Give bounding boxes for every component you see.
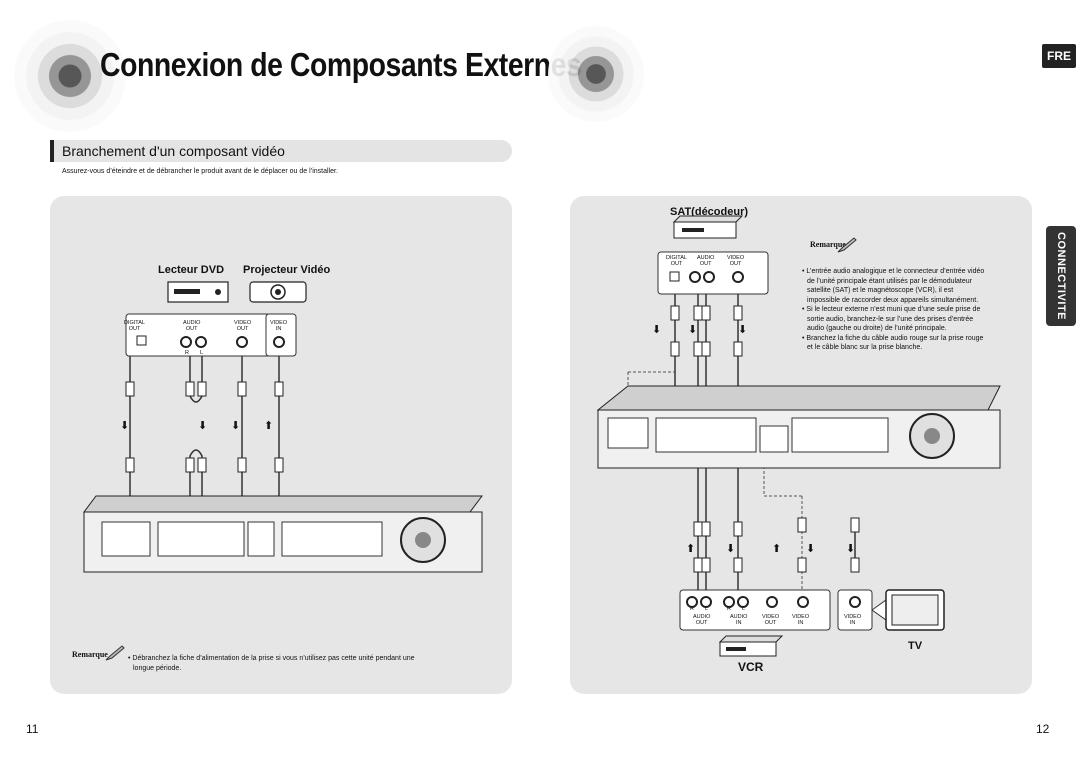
speaker-disc-graphic (14, 20, 126, 132)
tv-label: TV (908, 640, 923, 652)
section-header-bar (50, 140, 512, 162)
connectivity-tab-label: CONNECTIVITE (1055, 232, 1067, 320)
dvd-player-icon (167, 281, 229, 303)
sat-decoder-label: SAT(décodeur) (670, 206, 749, 218)
section-header-accent (50, 140, 54, 162)
vcr-audio-out-r-label: R (690, 606, 694, 612)
dvd-player-label: Lecteur DVD (158, 264, 225, 276)
section-title: Branchement d'un composant vidéo (62, 143, 285, 159)
right-note-text: • L’entrée audio analogique et le connec… (802, 268, 985, 351)
svg-text:⬆: ⬆ (686, 543, 695, 555)
svg-text:⬇: ⬇ (652, 324, 661, 336)
main-unit-rear-right (596, 385, 1001, 469)
dvd-projector-diagram-panel (50, 196, 512, 694)
projector-icon (249, 281, 307, 303)
vcr-label: VCR (738, 660, 764, 674)
safety-warning: Assurez-vous d’éteindre et de débrancher… (62, 168, 338, 175)
svg-text:⬇: ⬇ (231, 420, 240, 432)
projector-label: Projecteur Vidéo (243, 264, 331, 276)
svg-text:⬆: ⬆ (264, 420, 273, 432)
dvd-audio-l-label: L (200, 350, 204, 356)
svg-text:⬇: ⬇ (120, 420, 129, 432)
page-number-left: 11 (26, 722, 39, 736)
vcr-icon (718, 635, 784, 657)
svg-text:⬆: ⬆ (772, 543, 781, 555)
left-connection-diagram: ⬇ ⬇ ⬇ ⬆ (83, 281, 483, 573)
svg-text:⬇: ⬇ (726, 543, 735, 555)
main-unit-rear-left (83, 495, 483, 573)
svg-text:⬇: ⬇ (198, 420, 207, 432)
pencil-icon (105, 645, 125, 661)
page-number-right: 12 (1036, 722, 1050, 736)
svg-text:⬇: ⬇ (738, 324, 747, 336)
right-note-heading: Remarque (810, 240, 846, 249)
left-note-heading: Remarque (72, 650, 108, 659)
pencil-icon-right (837, 237, 857, 253)
left-note-text: • Débranchez la fiche d’alimentation de … (128, 655, 415, 672)
page-title: Connexion de Composants Externes (100, 46, 582, 83)
svg-text:⬇: ⬇ (846, 543, 855, 555)
svg-text:⬇: ⬇ (688, 324, 697, 336)
tv-icon (871, 589, 945, 631)
sat-decoder-icon (672, 215, 744, 239)
right-connection-diagram: ⬇ ⬇ ⬇ ⬆ ⬇ ⬆ ⬇ ⬇ (596, 215, 1001, 657)
language-badge: FRE (1042, 44, 1076, 68)
connectivity-tab: CONNECTIVITE (1046, 226, 1076, 326)
dvd-audio-r-label: R (185, 350, 189, 356)
vcr-audio-in-r-label: R (727, 606, 731, 612)
speaker-disc-graphic-right (548, 26, 644, 122)
vcr-audio-out-l-label: L (705, 606, 709, 612)
svg-text:⬇: ⬇ (806, 543, 815, 555)
vcr-audio-in-l-label: L (742, 606, 746, 612)
